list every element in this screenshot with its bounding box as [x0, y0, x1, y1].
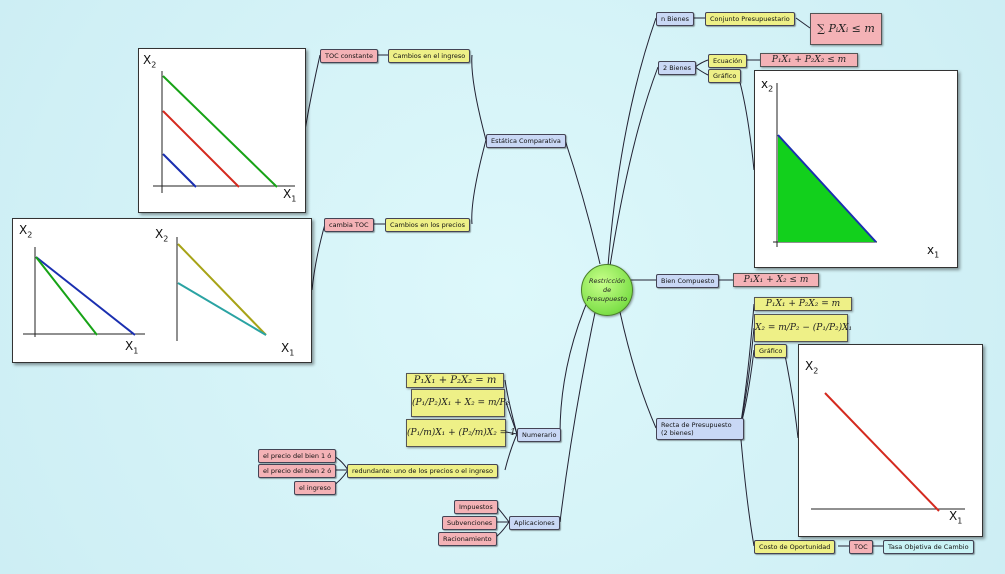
graph-panel-budget-set: x2 x1	[754, 70, 958, 268]
node-grafico-2[interactable]: Gráfico	[754, 344, 788, 358]
graph-prices-svg	[23, 237, 267, 341]
label-x1-a: X1	[125, 339, 139, 356]
node-cambios-precios[interactable]: Cambios en los precios	[385, 218, 471, 232]
root-node[interactable]: Restricción de Presupuesto	[581, 264, 633, 316]
label-x2-a: X2	[19, 223, 33, 240]
node-cambios-ingreso[interactable]: Cambios en el ingreso	[388, 49, 471, 63]
label-x2: X2	[143, 53, 157, 70]
node-precio-bien-2[interactable]: el precio del bien 2 ó	[258, 464, 337, 478]
node-toc[interactable]: TOC	[849, 540, 873, 554]
line-red	[162, 110, 240, 188]
node-precio-bien-1[interactable]: el precio del bien 1 ó	[258, 449, 337, 463]
label-x2-line: X2	[805, 359, 819, 376]
formula-compuesto: P₁X₁ + X₂ ≤ m	[733, 273, 819, 287]
formula-sum: ∑ PᵢXᵢ ≤ m	[810, 13, 882, 45]
node-subvenciones[interactable]: Subvenciones	[442, 516, 498, 530]
node-n-bienes[interactable]: n Bienes	[656, 12, 694, 26]
budget-line-red	[824, 392, 940, 512]
formula-recta-1: P₁X₁ + P₂X₂ = m	[754, 297, 852, 311]
node-conjunto[interactable]: Conjunto Presupuestario	[705, 12, 795, 26]
line-teal-b	[177, 282, 267, 336]
node-impuestos[interactable]: Impuestos	[454, 500, 498, 514]
node-estatica[interactable]: Estática Comparativa	[486, 134, 566, 148]
line-blue	[162, 153, 197, 188]
node-redundante[interactable]: redundante: uno de los precios o el ingr…	[347, 464, 498, 478]
label-x2-set: x2	[761, 77, 774, 94]
label-x2-b: X2	[155, 227, 169, 244]
graph-budget-line-svg	[811, 392, 965, 512]
node-bien-compuesto[interactable]: Bien Compuesto	[656, 274, 720, 288]
node-grafico-1[interactable]: Gráfico	[708, 69, 742, 83]
graph-panel-budget-line: X2 X1	[798, 344, 983, 537]
line-olive-b	[177, 243, 267, 336]
formula-numerario-1: P₁X₁ + P₂X₂ = m	[406, 373, 504, 388]
formula-recta-2: X₂ = m/P₂ − (P₁/P₂)X₁	[754, 314, 852, 342]
label-x1-b: X1	[281, 341, 295, 358]
node-recta[interactable]: Recta de Presupuesto (2 bienes)	[656, 418, 744, 440]
formula-numerario-3: (P₁/m)X₁ + (P₂/m)X₂ = 1	[406, 419, 516, 447]
node-cambia-toc[interactable]: cambia TOC	[324, 218, 374, 232]
node-tasa[interactable]: Tasa Objetiva de Cambio	[883, 540, 974, 554]
node-ingreso[interactable]: el ingreso	[294, 481, 336, 495]
graph-panel-prices: X2 X1 X2 X1	[12, 218, 312, 363]
label-x1-line: X1	[949, 509, 963, 526]
node-racionamiento[interactable]: Racionamiento	[438, 532, 497, 546]
graph-panel-income: X2 X1	[138, 48, 306, 213]
node-aplicaciones[interactable]: Aplicaciones	[509, 516, 560, 530]
line-green-a	[35, 256, 98, 336]
formula-numerario-2: (P₁/P₂)X₁ + X₂ = m/P₂	[411, 389, 509, 417]
node-costo[interactable]: Costo de Oportunidad	[754, 540, 836, 554]
line-blue-a	[35, 256, 136, 336]
node-numerario[interactable]: Numerario	[517, 428, 562, 442]
node-toc-constante[interactable]: TOC constante	[320, 49, 378, 63]
formula-ecuacion: P₁X₁ + P₂X₂ ≤ m	[760, 53, 858, 67]
label-x1: X1	[283, 187, 297, 204]
line-green	[162, 75, 278, 188]
label-x1-set: x1	[927, 243, 940, 260]
budget-line	[777, 134, 877, 243]
node-ecuacion[interactable]: Ecuación	[708, 54, 748, 68]
root-label: Restricción de Presupuesto	[586, 276, 628, 303]
graph-budget-set-svg	[773, 83, 877, 247]
graph-income-svg	[153, 71, 295, 193]
node-2-bienes[interactable]: 2 Bienes	[658, 61, 696, 75]
